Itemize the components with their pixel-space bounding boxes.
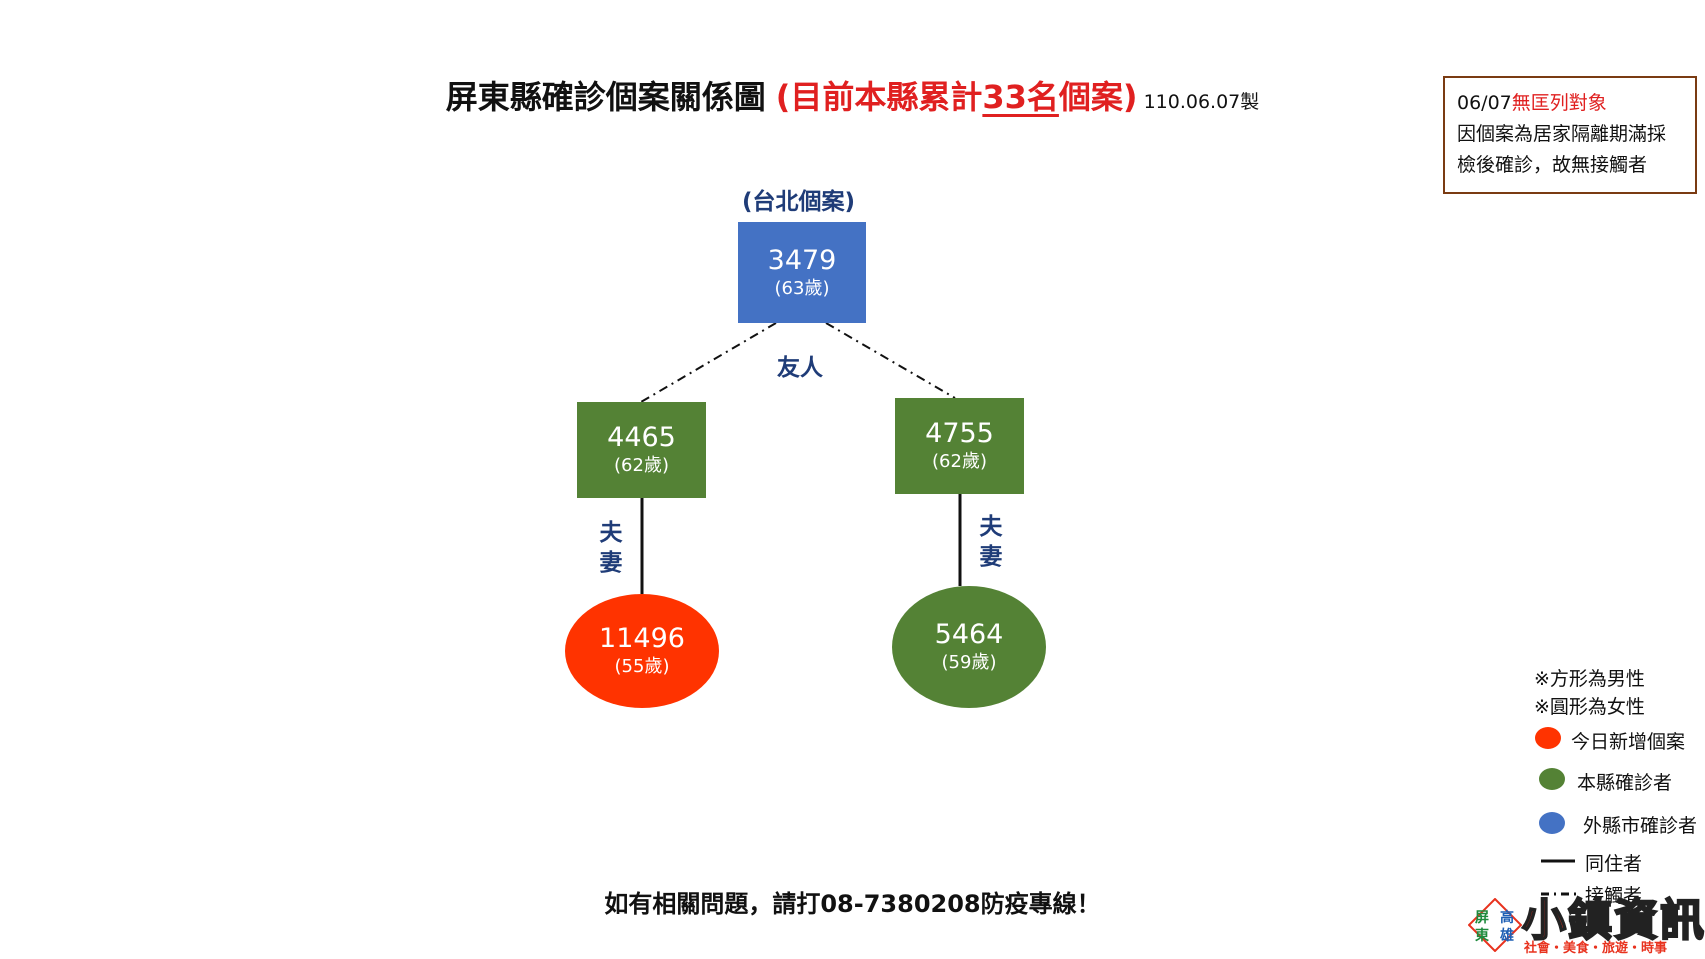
legend-county: 本縣確診者 xyxy=(1577,772,1673,794)
friend-line-left xyxy=(640,322,777,403)
logo-name: 小鎮資訊 xyxy=(1521,894,1705,947)
logo-badge-char-2: 高 xyxy=(1500,909,1514,926)
case-node-4465: 4465 (62歲) xyxy=(577,402,706,498)
cumulative-count: 33名 xyxy=(982,78,1059,116)
legend-cohabitant: 同住者 xyxy=(1585,853,1643,875)
legend-new-today-dot xyxy=(1535,727,1561,749)
case-node-5464: 5464 (59歲) xyxy=(892,586,1046,708)
title-main: 屏東縣確診個案關係圖 xyxy=(445,78,766,116)
note-highlight: 無匡列對象 xyxy=(1511,92,1607,114)
spouse-label-left: 夫 妻 xyxy=(599,520,623,576)
note-box: 06/07無匡列對象 因個案為居家隔離期滿採 檢後確診，故無接觸者 xyxy=(1443,76,1697,194)
spouse-label-right: 夫 妻 xyxy=(979,514,1003,570)
note-line-1: 06/07無匡列對象 xyxy=(1457,92,1607,114)
legend-county-dot xyxy=(1539,768,1565,790)
case-age: (62歲) xyxy=(614,455,669,476)
note-line-2: 因個案為居家隔離期滿採 xyxy=(1457,123,1667,145)
case-id: 3479 xyxy=(767,244,837,276)
diagram-title: 屏東縣確診個案關係圖(目前本縣累計33名個案)110.06.07製 xyxy=(0,72,1705,118)
friend-line-right xyxy=(825,322,956,399)
title-date: 110.06.07製 xyxy=(1143,91,1260,113)
logo-badge-char-4: 雄 xyxy=(1499,927,1514,944)
legend-other-county: 外縣市確診者 xyxy=(1583,815,1698,837)
case-id: 4755 xyxy=(925,418,994,449)
case-age: (63歲) xyxy=(774,277,830,299)
note-line-3: 檢後確診，故無接觸者 xyxy=(1457,154,1648,176)
case-age: (55歲) xyxy=(614,656,670,677)
case-id: 4465 xyxy=(607,422,676,453)
logo-badge-char-1: 屏 xyxy=(1475,910,1489,926)
case-id: 5464 xyxy=(934,619,1004,650)
taipei-case-label: (台北個案) xyxy=(742,189,856,215)
logo-tagline: 社會・美食・旅遊・時事 xyxy=(1524,941,1668,956)
legend-new-today: 今日新增個案 xyxy=(1571,731,1686,753)
logo-badge-icon: 屏 高 東 雄 xyxy=(1468,898,1522,952)
hotline-footer: 如有相關問題，請打08-7380208防疫專線！ xyxy=(604,890,1101,918)
legend-other-county-dot xyxy=(1539,812,1565,834)
logo-badge-char-3: 東 xyxy=(1475,927,1489,944)
case-node-3479: 3479 (63歲) xyxy=(738,222,866,323)
title-cumulative: (目前本縣累計33名個案) xyxy=(775,78,1138,116)
legend-circle-female: ※圓形為女性 xyxy=(1534,696,1645,718)
case-id: 11496 xyxy=(599,623,685,654)
legend-square-male: ※方形為男性 xyxy=(1534,668,1645,690)
case-age: (62歲) xyxy=(932,451,987,472)
case-node-4755: 4755 (62歲) xyxy=(895,398,1024,494)
friend-relation-label: 友人 xyxy=(777,355,823,381)
case-node-11496: 11496 (55歲) xyxy=(565,594,719,708)
legend-contact: 接觸者 xyxy=(1585,885,1643,907)
case-age: (59歲) xyxy=(941,652,997,673)
